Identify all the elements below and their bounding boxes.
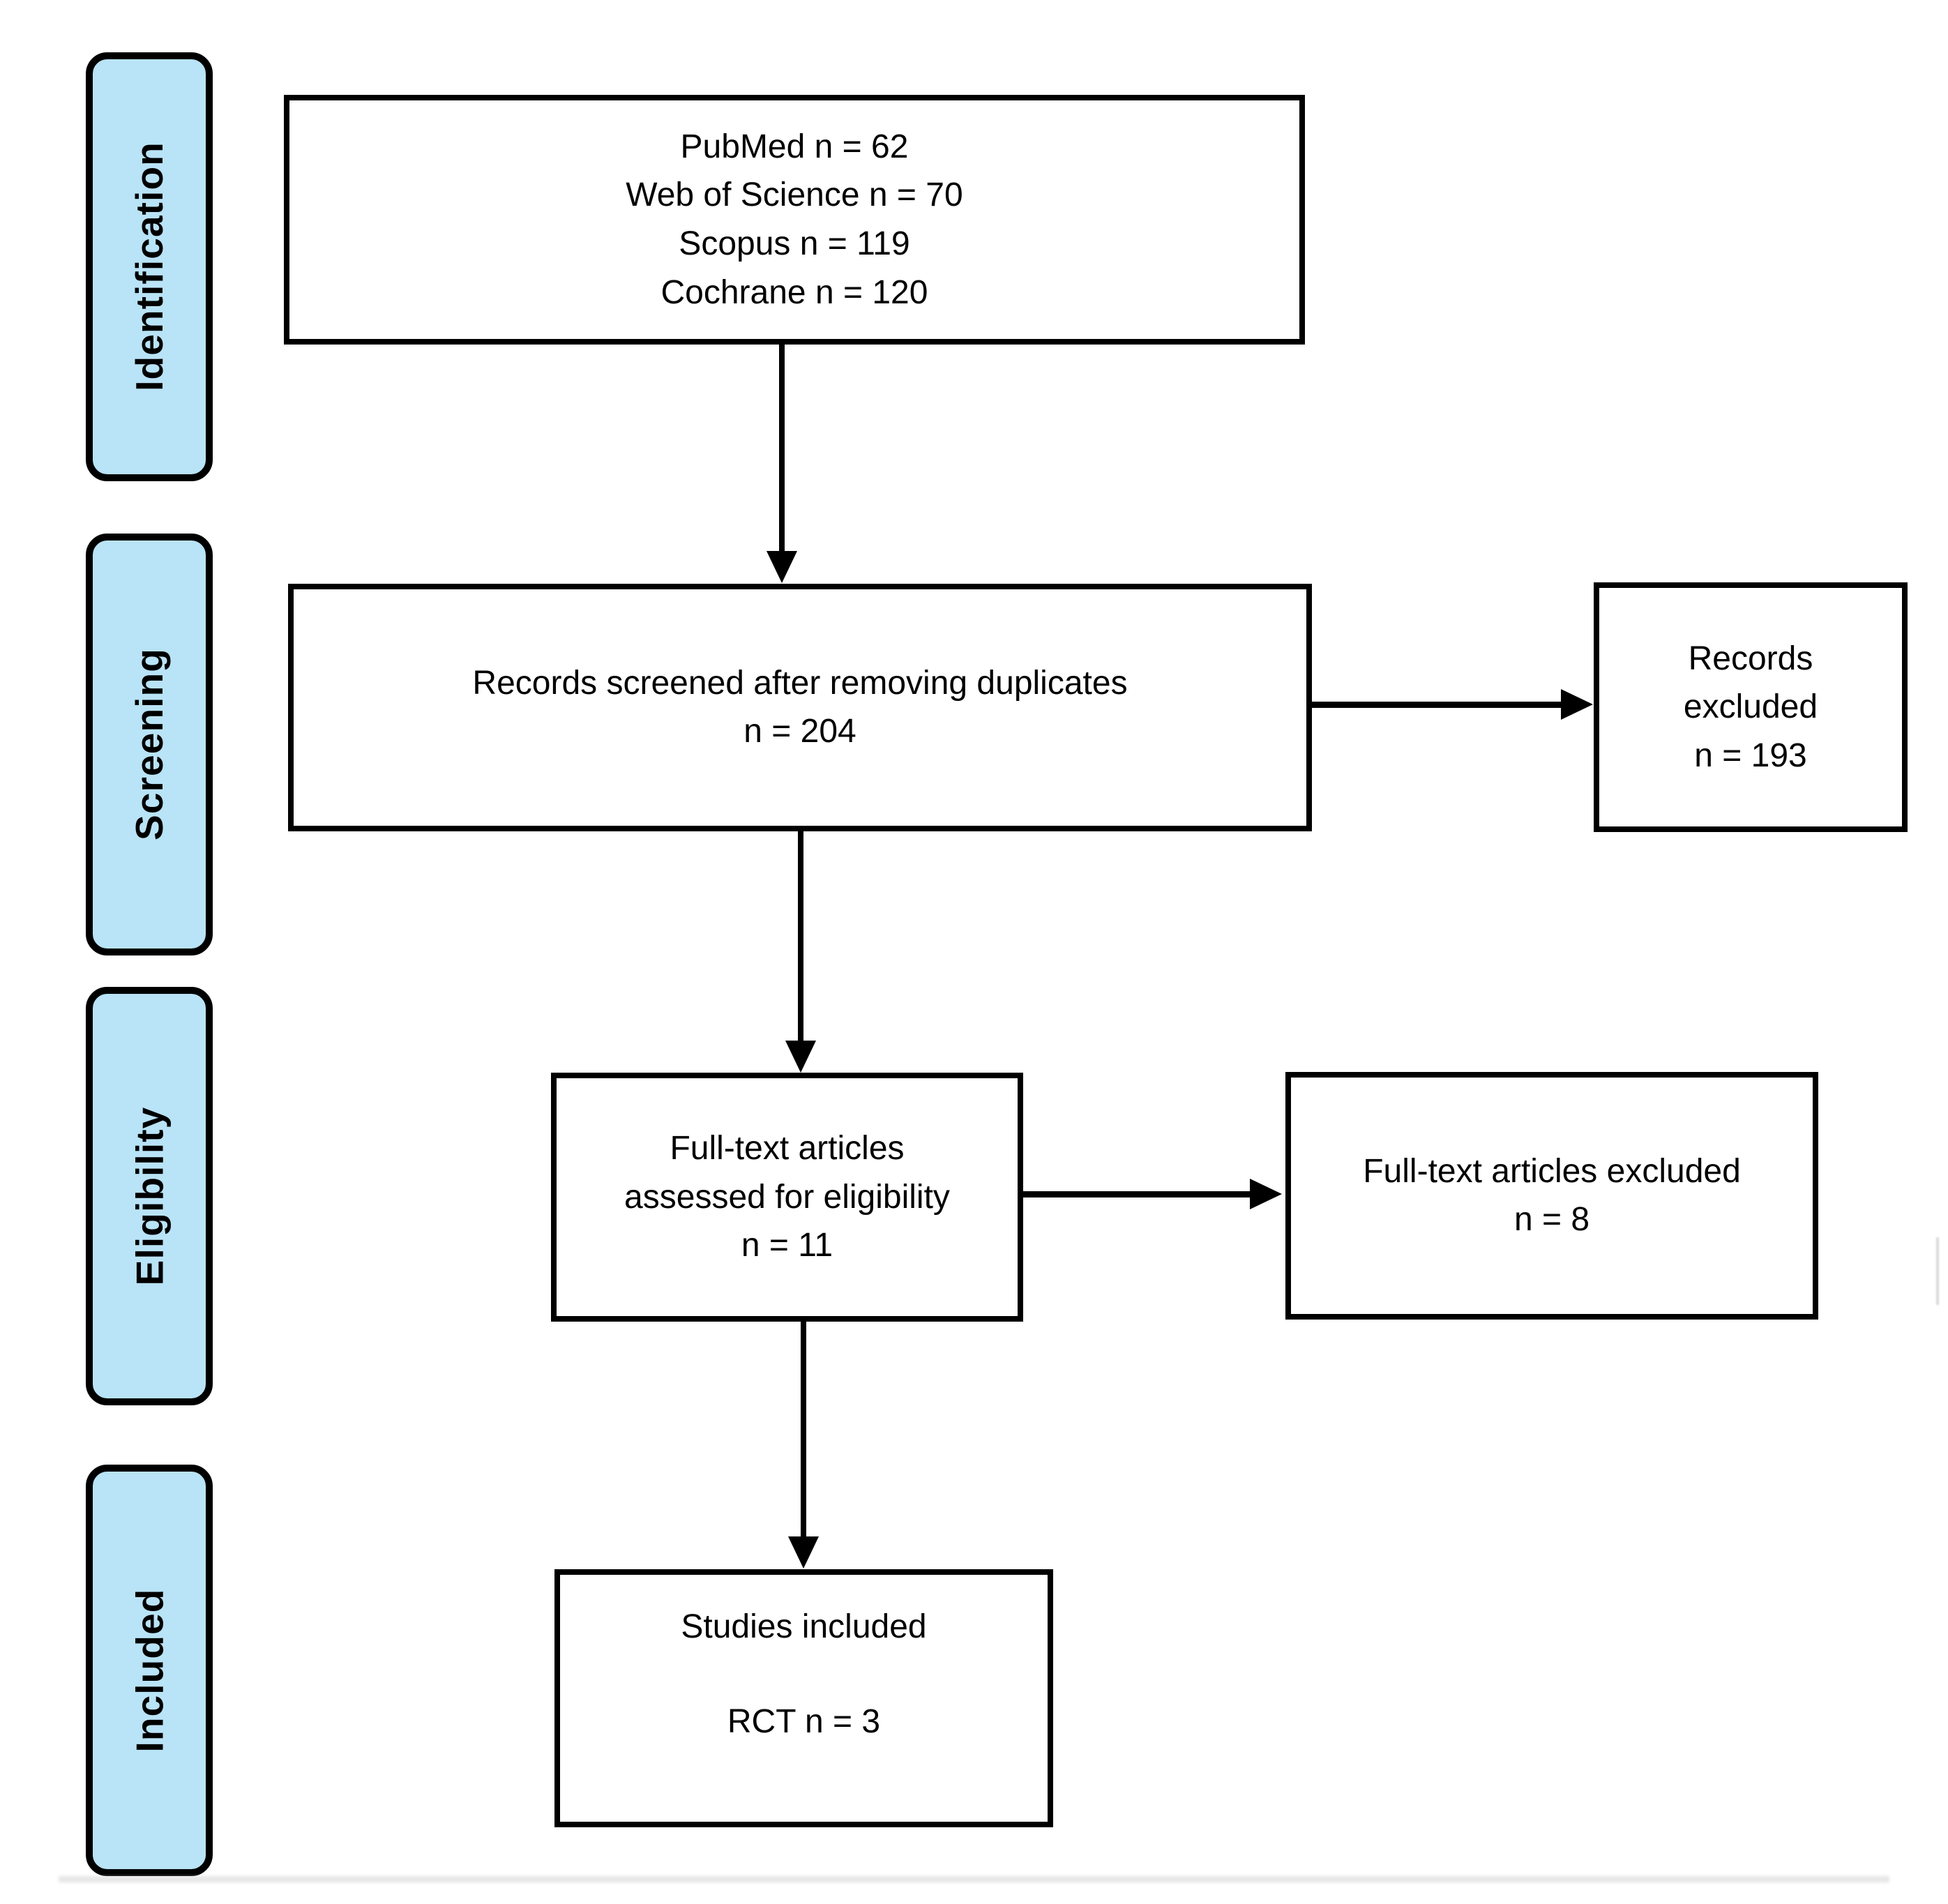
stage-tab-screening: Screening	[86, 534, 213, 955]
scan-artifact-right	[1936, 1237, 1940, 1306]
arrow-screened-to-fulltext-line	[797, 831, 804, 1042]
box-text-line: Records	[1688, 640, 1813, 677]
arrow-screened-to-excluded-head	[1561, 689, 1593, 720]
box-text-line: Scopus n = 119	[679, 225, 910, 262]
arrow-screened-to-excluded-line	[1312, 702, 1564, 708]
box-studies-included: Studies included RCT n = 3	[554, 1569, 1053, 1827]
box-text-line: Full-text articles excluded	[1363, 1152, 1741, 1190]
stage-label: Identification	[127, 142, 171, 392]
box-text-line: Web of Science n = 70	[626, 176, 963, 214]
box-records-excluded: Records excluded n = 193	[1594, 582, 1908, 832]
box-text-line: Full-text articles	[670, 1130, 905, 1168]
box-text-line: n = 193	[1694, 736, 1807, 774]
box-text-line: n = 11	[741, 1227, 833, 1264]
box-text-line: Records screened after removing duplicat…	[472, 664, 1128, 702]
box-text-line: n = 8	[1513, 1201, 1590, 1239]
box-text-line: PubMed n = 62	[680, 128, 909, 165]
box-text-line: n = 204	[743, 713, 856, 750]
stage-label: Screening	[128, 648, 171, 841]
stage-tab-included: Included	[86, 1465, 213, 1876]
stage-label: Included	[128, 1588, 171, 1753]
box-text-line: Studies included	[681, 1608, 927, 1646]
scan-artifact-bottom	[58, 1875, 1890, 1883]
stage-tab-eligibility: Eligibility	[86, 986, 213, 1405]
box-text-line: Cochrane n = 120	[660, 273, 928, 311]
arrow-fulltext-to-excluded-line	[1022, 1191, 1251, 1197]
box-database-sources: PubMed n = 62 Web of Science n = 70 Scop…	[283, 94, 1305, 345]
box-text-line: RCT n = 3	[727, 1702, 881, 1740]
box-fulltext-excluded: Full-text articles excluded n = 8	[1285, 1071, 1818, 1320]
arrow-fulltext-to-included-line	[800, 1321, 807, 1538]
arrow-sources-to-screened-line	[778, 344, 785, 552]
stage-label: Eligibility	[127, 1106, 171, 1286]
arrow-sources-to-screened-head	[767, 551, 798, 583]
box-fulltext-assessed: Full-text articles assessed for eligibil…	[551, 1072, 1023, 1322]
arrow-fulltext-to-excluded-head	[1249, 1179, 1282, 1210]
box-records-screened: Records screened after removing duplicat…	[288, 584, 1312, 831]
arrow-screened-to-fulltext-head	[785, 1040, 816, 1073]
box-text-line: excluded	[1683, 688, 1818, 726]
box-text-line: assessed for eligibility	[624, 1178, 950, 1216]
stage-tab-identification: Identification	[86, 52, 213, 481]
arrow-fulltext-to-included-head	[787, 1536, 819, 1569]
